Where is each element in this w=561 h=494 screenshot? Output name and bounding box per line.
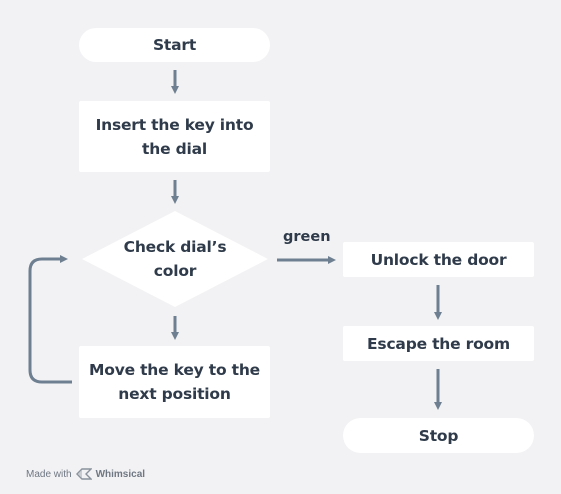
node-unlock-door[interactable]: Unlock the door bbox=[343, 242, 534, 277]
footer-made-with-text: Made with bbox=[26, 468, 72, 480]
node-escape-room-label: Escape the room bbox=[367, 334, 510, 353]
node-check-color-label-line2: color bbox=[153, 262, 197, 280]
node-insert-key-label-line2: the dial bbox=[142, 139, 207, 158]
node-stop[interactable]: Stop bbox=[343, 418, 534, 453]
whimsical-logo-icon bbox=[75, 468, 92, 480]
arrow-move-loop-to-check bbox=[28, 255, 72, 384]
node-check-color[interactable]: Check dial’s color bbox=[100, 235, 250, 283]
made-with-whimsical-footer[interactable]: Made with Whimsical bbox=[26, 466, 145, 482]
node-move-key-label-line2: next position bbox=[118, 385, 231, 403]
node-insert-key-label-line1: Insert the key into bbox=[95, 115, 254, 134]
node-move-key-label-line1: Move the key to the bbox=[89, 361, 260, 379]
node-start[interactable]: Start bbox=[79, 28, 270, 62]
decision-diamond-shape[interactable] bbox=[82, 211, 268, 307]
node-escape-room[interactable]: Escape the room bbox=[343, 326, 534, 361]
footer-brand-name: Whimsical bbox=[95, 468, 146, 480]
node-unlock-door-label: Unlock the door bbox=[370, 250, 507, 269]
node-insert-key[interactable]: Insert the key into the dial bbox=[79, 101, 270, 172]
node-start-label: Start bbox=[152, 36, 197, 54]
edge-label-green: green bbox=[283, 229, 331, 245]
node-move-key[interactable]: Move the key to the next position bbox=[79, 346, 270, 418]
node-stop-label: Stop bbox=[418, 426, 459, 445]
node-check-color-label-line1: Check dial’s bbox=[123, 238, 227, 256]
